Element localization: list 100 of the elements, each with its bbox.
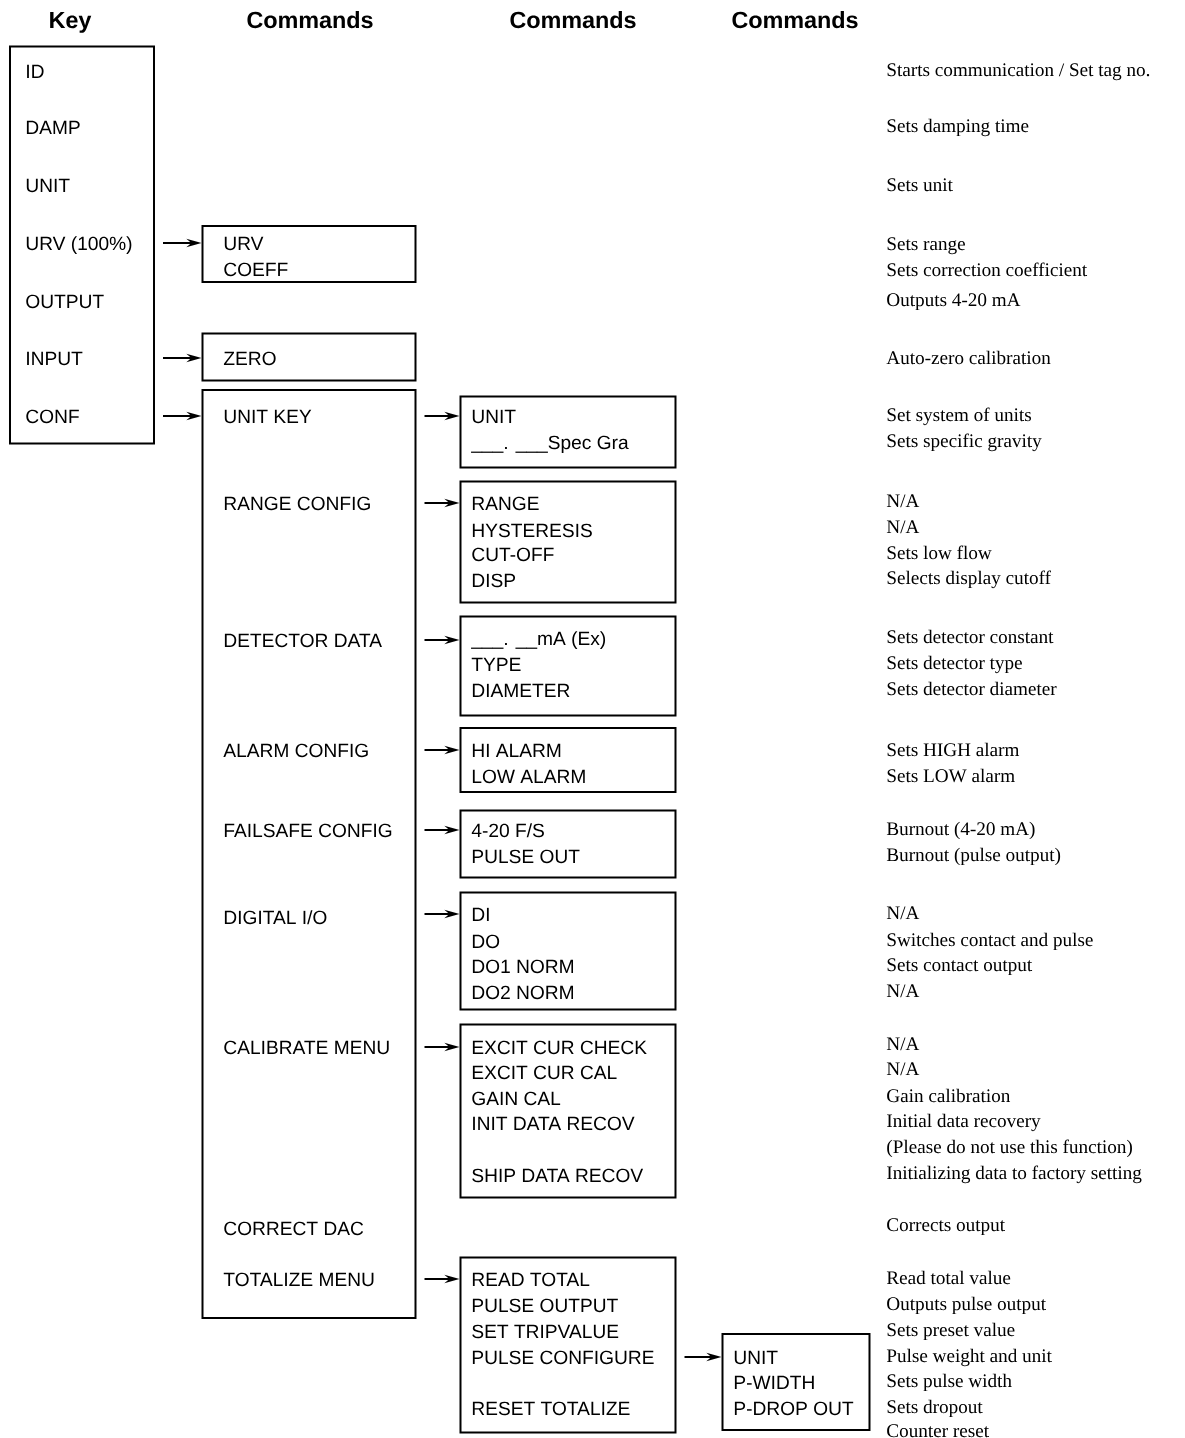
menu-item: EXCIT CUR CAL bbox=[472, 1065, 617, 1080]
menu-item: DI bbox=[472, 907, 489, 921]
description-text: Sets specific gravity bbox=[887, 433, 1042, 452]
description-text: N/A bbox=[886, 1062, 920, 1076]
menu-item: URV (100%) bbox=[26, 236, 132, 254]
description-text: Counter reset bbox=[887, 1424, 989, 1438]
menu-item: GAIN CAL bbox=[472, 1091, 561, 1106]
column-heading: Commands bbox=[247, 11, 373, 29]
menu-item: PULSE OUT bbox=[472, 849, 580, 864]
description-text: Initializing data to factory setting bbox=[887, 1165, 1142, 1184]
menu-item: URV bbox=[224, 236, 264, 251]
description-text: Pulse weight and unit bbox=[886, 1348, 1052, 1367]
menu-item: SHIP DATA RECOV bbox=[472, 1168, 644, 1183]
menu-item: ___. ___Spec Gra bbox=[471, 435, 629, 453]
menu-item: ___. __mA (Ex) bbox=[471, 631, 606, 649]
menu-item: 4-20 F/S bbox=[471, 823, 544, 838]
menu-item: P-WIDTH bbox=[734, 1375, 814, 1389]
description-text: Set system of units bbox=[887, 407, 1031, 426]
description-text: (Please do not use this function) bbox=[887, 1139, 1132, 1158]
description-text: Sets unit bbox=[887, 178, 953, 192]
menu-item: PULSE CONFIGURE bbox=[472, 1350, 654, 1365]
menu-box bbox=[459, 615, 677, 717]
menu-box bbox=[459, 727, 677, 793]
menu-item: PULSE OUTPUT bbox=[472, 1298, 618, 1313]
description-text: Sets damping time bbox=[887, 118, 1029, 137]
menu-box bbox=[459, 1023, 677, 1199]
menu-item: DIAMETER bbox=[472, 683, 570, 697]
menu-item: CORRECT DAC bbox=[224, 1221, 364, 1236]
menu-item: CONF bbox=[26, 409, 79, 424]
description-text: Sets detector constant bbox=[887, 629, 1054, 644]
description-text: Sets contact output bbox=[887, 958, 1033, 976]
menu-item: EXCIT CUR CHECK bbox=[472, 1040, 647, 1055]
description-text: Sets preset value bbox=[887, 1322, 1015, 1341]
menu-box bbox=[9, 45, 155, 445]
menu-item: CUT-OFF bbox=[472, 547, 554, 562]
description-text: N/A bbox=[886, 520, 920, 534]
menu-item: UNIT bbox=[734, 1350, 778, 1365]
description-text: Outputs pulse output bbox=[887, 1296, 1046, 1315]
menu-item: DO1 NORM bbox=[472, 959, 573, 974]
menu-box bbox=[459, 480, 677, 604]
description-text: Selects display cutoff bbox=[887, 570, 1051, 589]
description-text: Burnout (4-20 mA) bbox=[886, 821, 1035, 840]
description-text: N/A bbox=[886, 1037, 920, 1051]
description-text: Sets pulse width bbox=[887, 1373, 1012, 1392]
column-heading: Commands bbox=[732, 11, 858, 29]
menu-item: LOW ALARM bbox=[472, 769, 585, 784]
description-text: N/A bbox=[886, 494, 920, 508]
description-text: Starts communication / Set tag no. bbox=[887, 63, 1150, 81]
menu-item: TYPE bbox=[471, 657, 521, 671]
menu-item: RANGE bbox=[472, 496, 539, 511]
column-heading: Commands bbox=[510, 11, 636, 29]
description-text: N/A bbox=[886, 906, 920, 920]
menu-item: ALARM CONFIG bbox=[223, 743, 368, 758]
description-text: Sets detector diameter bbox=[887, 681, 1057, 696]
description-text: Sets low flow bbox=[887, 545, 992, 560]
menu-item: INPUT bbox=[27, 351, 83, 366]
menu-box bbox=[721, 1333, 871, 1431]
menu-item: HYSTERESIS bbox=[472, 523, 592, 538]
menu-item: DO2 NORM bbox=[472, 985, 573, 1000]
description-text: Gain calibration bbox=[887, 1088, 1011, 1103]
description-text: Sets HIGH alarm bbox=[887, 742, 1020, 757]
menu-item: INIT DATA RECOV bbox=[473, 1116, 635, 1131]
menu-item: FAILSAFE CONFIG bbox=[224, 823, 392, 838]
menu-item: DAMP bbox=[26, 120, 80, 134]
menu-item: SET TRIPVALUE bbox=[472, 1324, 619, 1339]
menu-item: DETECTOR DATA bbox=[224, 633, 382, 648]
menu-item: TOTALIZE MENU bbox=[223, 1272, 374, 1287]
menu-item: UNIT KEY bbox=[224, 409, 312, 424]
description-text: Read total value bbox=[886, 1270, 1011, 1285]
description-text: N/A bbox=[886, 984, 920, 998]
description-text: Initial data recovery bbox=[887, 1113, 1041, 1132]
menu-item: DISP bbox=[472, 573, 516, 588]
menu-box bbox=[459, 809, 677, 879]
description-text: Outputs 4-20 mA bbox=[887, 293, 1021, 311]
menu-box bbox=[459, 891, 677, 1011]
menu-item: DO bbox=[472, 934, 500, 949]
description-text: Auto-zero calibration bbox=[886, 350, 1051, 365]
description-text: Sets range bbox=[887, 237, 965, 255]
menu-item: OUTPUT bbox=[26, 294, 104, 309]
menu-item: CALIBRATE MENU bbox=[224, 1040, 389, 1055]
menu-item: UNIT bbox=[472, 409, 516, 424]
menu-item: DIGITAL I/O bbox=[224, 910, 327, 925]
menu-item: HI ALARM bbox=[472, 743, 561, 757]
description-text: Burnout (pulse output) bbox=[886, 847, 1061, 866]
menu-item: RESET TOTALIZE bbox=[472, 1401, 630, 1416]
menu-box bbox=[201, 332, 417, 382]
menu-item: P-DROP OUT bbox=[734, 1401, 854, 1416]
menu-item: ID bbox=[27, 64, 44, 78]
menu-item: RANGE CONFIG bbox=[224, 496, 370, 511]
description-text: Sets dropout bbox=[887, 1399, 983, 1418]
menu-item: ZERO bbox=[223, 351, 276, 366]
menu-box bbox=[201, 389, 417, 1319]
description-text: Sets detector type bbox=[887, 655, 1022, 674]
menu-item: COEFF bbox=[224, 262, 288, 277]
menu-item: UNIT bbox=[26, 178, 70, 193]
menu-item: READ TOTAL bbox=[472, 1272, 590, 1287]
menu-box bbox=[459, 395, 677, 469]
menu-box bbox=[201, 225, 417, 283]
menu-box bbox=[459, 1256, 677, 1434]
description-text: Sets correction coefficient bbox=[887, 262, 1088, 277]
